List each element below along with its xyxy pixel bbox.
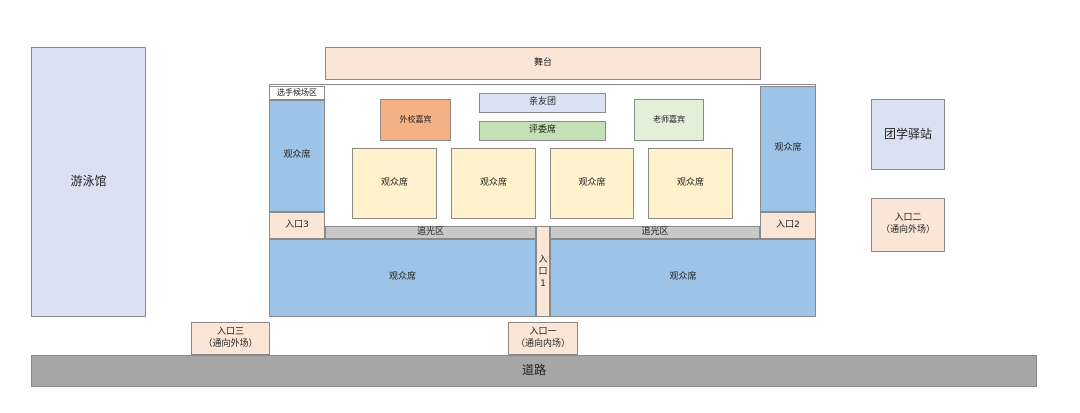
stage: 舞台 (325, 47, 761, 80)
entry1-char-2: 口 (538, 266, 548, 277)
light-zone-right: 追光区 (550, 226, 760, 239)
family-section: 亲友团 (479, 93, 606, 113)
audience-bottom-right: 观众席 (550, 239, 816, 317)
entry1-char-1: 入 (538, 254, 548, 265)
entry-two-outer: 入口二 （通向外场） (871, 198, 945, 252)
outside-guests-section: 外校嘉宾 (380, 99, 451, 141)
audience-block-3: 观众席 (550, 148, 634, 219)
student-station: 团学驿站 (871, 99, 945, 170)
entry1-char-3: 1 (540, 278, 546, 289)
teacher-guests-section: 老师嘉宾 (634, 99, 704, 141)
audience-left-side: 观众席 (269, 100, 325, 212)
entry3-inner: 入口3 (269, 212, 325, 239)
audience-block-2: 观众席 (451, 148, 536, 219)
light-zone-left: 追光区 (325, 226, 536, 239)
swimming-pool: 游泳馆 (31, 47, 146, 317)
athlete-waiting-area: 选手候场区 (269, 86, 325, 100)
audience-block-4: 观众席 (648, 148, 733, 219)
entry2-inner: 入口2 (760, 212, 816, 239)
judges-section: 评委席 (479, 121, 606, 141)
audience-block-1: 观众席 (352, 148, 437, 219)
audience-right-side: 观众席 (760, 86, 816, 212)
entry1-inner-corridor: 入 口 1 (536, 226, 550, 317)
entry-three-outer: 入口三 （通向外场） (191, 322, 270, 355)
road: 道路 (31, 355, 1037, 387)
entry-one-outer: 入口一 （通向内场） (508, 322, 578, 355)
audience-bottom-left: 观众席 (269, 239, 536, 317)
